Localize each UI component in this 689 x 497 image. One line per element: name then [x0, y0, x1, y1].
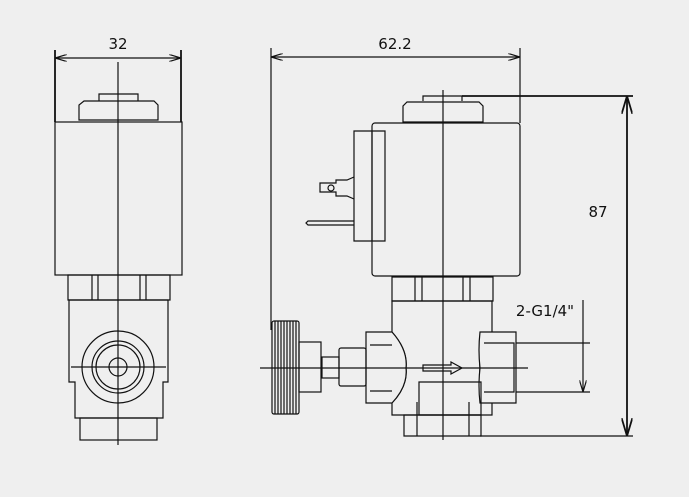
- knob-hub: [298, 341, 322, 393]
- width-label-62-2: 62.2: [378, 35, 411, 53]
- spade-terminal: [319, 176, 355, 200]
- hex-nut: [67, 274, 171, 301]
- knurled-cap: [78, 100, 159, 121]
- terminal-hole: [327, 184, 335, 192]
- flow-arrow-icon: [422, 360, 464, 376]
- hex-nut: [391, 276, 494, 302]
- port-label: 2-G1/4": [516, 302, 574, 320]
- knurled-cap: [402, 101, 484, 123]
- front-view: 32: [54, 35, 183, 445]
- side-view: 62.2 2-G1/4" 87: [260, 35, 633, 440]
- width-label-32: 32: [108, 35, 127, 53]
- valve-stem: [338, 347, 367, 387]
- connector-block: [353, 130, 386, 242]
- coil: [371, 122, 521, 277]
- valve-body: [68, 299, 169, 419]
- height-label-87: 87: [588, 203, 607, 221]
- valve-body: [391, 300, 493, 416]
- pin-terminal: [305, 220, 354, 226]
- bottom-port: [418, 381, 482, 416]
